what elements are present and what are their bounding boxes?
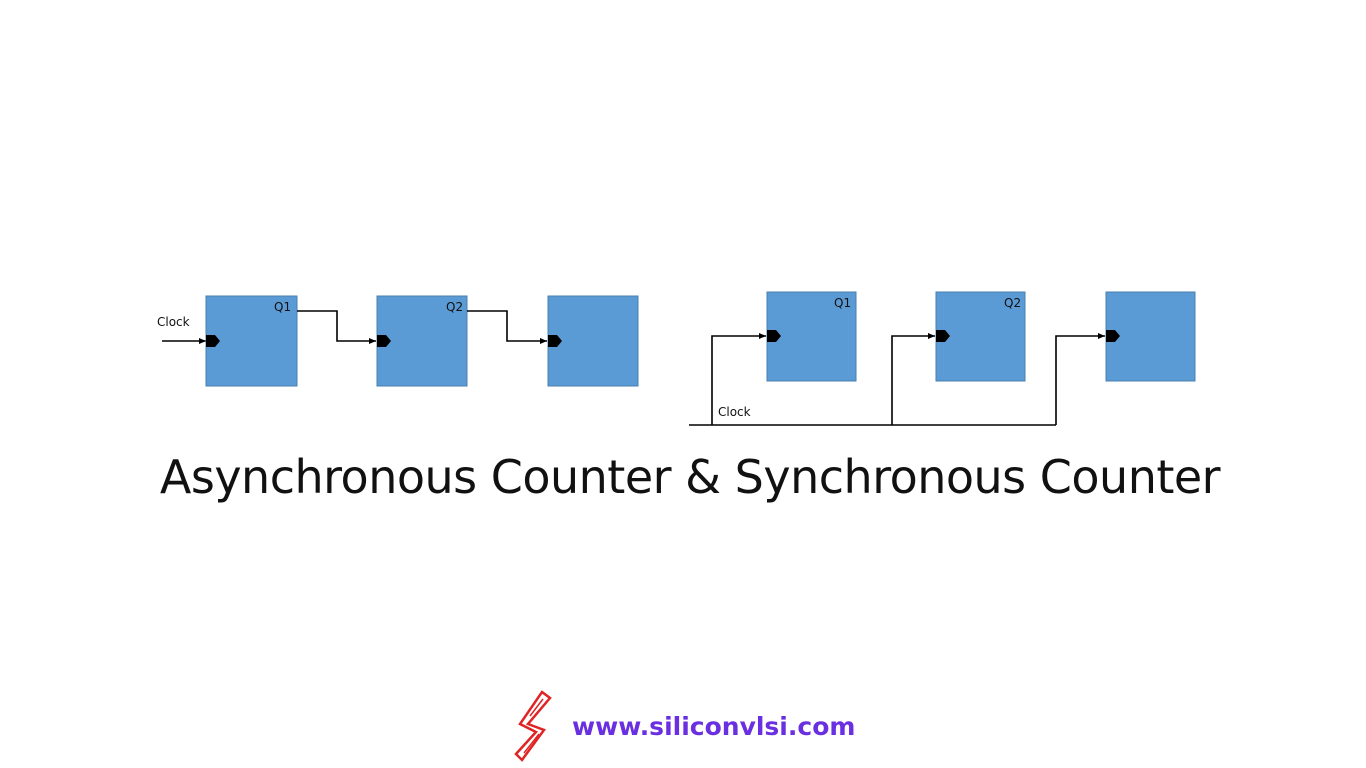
async-flipflop-3 [547,295,639,387]
clock-input-icon [548,335,562,347]
async-flipflop-1: Q1 [205,295,298,387]
siliconvlsi-logo-icon[interactable] [512,690,556,762]
website-link[interactable]: www.siliconvlsi.com [572,711,856,741]
sync-clock-branch-2 [891,333,935,425]
async-clock-label: Clock [157,315,190,329]
sync-clock-branch-1 [711,333,766,425]
async-counter: Clock Q1 Q2 [157,295,639,387]
async-q1-wire [297,310,376,344]
sync-flipflop-1: Q1 [766,291,857,382]
diagram-title: Asynchronous Counter & Synchronous Count… [159,450,1221,504]
sync-flipflop-2: Q2 [935,291,1026,382]
sync-clock-label: Clock [718,405,751,419]
clock-input-icon [936,330,950,342]
sync-clock-branch-3 [1055,333,1105,425]
async-flipflop-1-output-label: Q1 [274,300,291,314]
async-q2-wire [467,310,547,344]
clock-input-icon [1106,330,1120,342]
async-flipflop-2: Q2 [376,295,468,387]
sync-flipflop-1-output-label: Q1 [834,296,851,310]
sync-flipflop-2-output-label: Q2 [1004,296,1021,310]
async-flipflop-2-output-label: Q2 [446,300,463,314]
clock-input-icon [377,335,391,347]
footer: www.siliconvlsi.com [512,690,855,762]
sync-counter: Q1 Q2 Clock [689,291,1196,426]
clock-input-icon [767,330,781,342]
clock-input-icon [206,335,220,347]
sync-flipflop-3 [1105,291,1196,382]
